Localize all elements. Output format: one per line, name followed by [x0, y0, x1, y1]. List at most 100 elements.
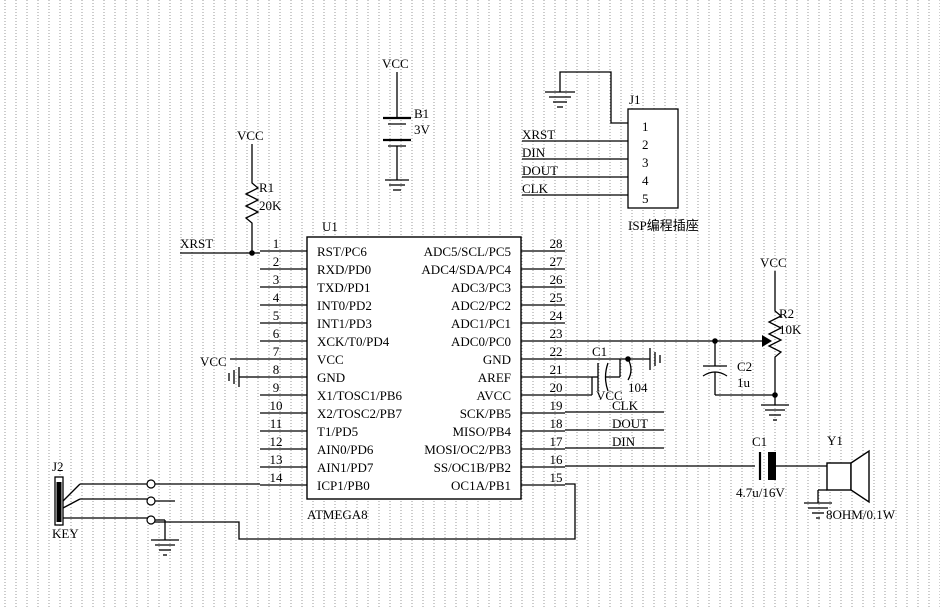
capacitor-c2: C2 1u	[702, 338, 775, 396]
isp-net-xrst: XRST	[522, 127, 555, 142]
ic-left-pin-number: 4	[273, 290, 280, 305]
isp-pin-2: 2	[642, 137, 649, 152]
ic-left-pin-name: RST/PC6	[317, 244, 367, 259]
isp-pin-3: 3	[642, 155, 649, 170]
ic-right-pin-number: 22	[550, 344, 563, 359]
ic-right-pin-name: AREF	[478, 370, 511, 385]
key-label: KEY	[52, 526, 79, 541]
reset-junction	[249, 250, 255, 256]
ic-left-pin-name: VCC	[317, 352, 344, 367]
isp-pin-1: 1	[642, 119, 649, 134]
xrst-net-label: XRST	[180, 236, 213, 251]
pin7-vcc-label: VCC	[200, 354, 227, 369]
speaker-output: C1 4.7u/16V Y1 8OHM/0.1W	[565, 433, 896, 522]
ic-left-pin-name: INT1/PD3	[317, 316, 372, 331]
r1-value: 20K	[259, 198, 282, 213]
ic-left-pin-number: 14	[270, 470, 284, 485]
ic-right-pin-name: ADC4/SDA/PC4	[421, 262, 511, 277]
ic-left-pin-name: AIN0/PD6	[317, 442, 374, 457]
ic-right-pin-name: AVCC	[477, 388, 511, 403]
ic-left-pin-name: TXD/PD1	[317, 280, 370, 295]
ic-right-pin-name: MOSI/OC2/PB3	[424, 442, 511, 457]
c2-value: 1u	[737, 375, 751, 390]
ic-left-pin-number: 9	[273, 380, 280, 395]
ic-left-pin-number: 12	[270, 434, 283, 449]
ic-left-pin-name: XCK/T0/PD4	[317, 334, 390, 349]
miso-net-label: DOUT	[612, 416, 648, 431]
r2-resistor	[767, 306, 783, 362]
r1-ref: R1	[259, 180, 274, 195]
c1-coupling-ref: C1	[752, 434, 767, 449]
r1-resistor	[244, 178, 260, 253]
ic-left-pin-number: 11	[270, 416, 283, 431]
isp-caption: ISP编程插座	[628, 218, 699, 233]
ic-right-pin-name: MISO/PB4	[452, 424, 511, 439]
battery-ref: B1	[414, 106, 429, 121]
r2-ref: R2	[779, 306, 794, 321]
ic-right-pin-number: 15	[550, 470, 563, 485]
ic-right-pin-name: ADC5/SCL/PC5	[424, 244, 511, 259]
ic-right-pin-number: 28	[550, 236, 563, 251]
c2-ref: C2	[737, 359, 752, 374]
r2-vcc-label: VCC	[760, 255, 787, 270]
ic-right-pin-name: GND	[483, 352, 511, 367]
speaker-value: 8OHM/0.1W	[826, 507, 896, 522]
ic-right-pin-number: 20	[550, 380, 563, 395]
ic-ref: U1	[322, 219, 338, 234]
ic-right-pin-number: 25	[550, 290, 563, 305]
ic-right-pin-number: 27	[550, 254, 564, 269]
ic-right-pin-number: 19	[550, 398, 563, 413]
mosi-net-label: DIN	[612, 434, 636, 449]
ic-right-pin-name: SS/OC1B/PB2	[434, 460, 511, 475]
ic-left-pin-name: X1/TOSC1/PB6	[317, 388, 403, 403]
r2-value: 10K	[779, 322, 802, 337]
ic-left-pin-number: 10	[270, 398, 283, 413]
ic-body	[306, 236, 522, 500]
ic-left-pin-number: 3	[273, 272, 280, 287]
ic-right-pin-name: OC1A/PB1	[451, 478, 511, 493]
ic-u1: U1 ATMEGA8 1RST/PC62RXD/PD03TXD/PD14INT0…	[260, 219, 565, 522]
isp-header-j1: J1 1 2 3 4 5 XRST DIN DOUT CLK ISP编程插座	[522, 71, 699, 233]
ic-left-pin-number: 5	[273, 308, 280, 323]
ic-right-pin-name: ADC3/PC3	[451, 280, 511, 295]
r1-vcc-label: VCC	[237, 128, 264, 143]
ic-right-pin-number: 26	[550, 272, 564, 287]
speaker-magnet	[826, 462, 852, 491]
ic-right-pin-number: 21	[550, 362, 563, 377]
ic-right-pin-number: 18	[550, 416, 563, 431]
ic-right-pin-name: ADC1/PC1	[451, 316, 511, 331]
ic-left-pin-number: 1	[273, 236, 280, 251]
speaker-ref: Y1	[827, 433, 843, 448]
ic-left-pin-name: T1/PD5	[317, 424, 358, 439]
isp-pin-5: 5	[642, 191, 649, 206]
ic-left-pin-number: 13	[270, 452, 283, 467]
ic-left-pin-number: 8	[273, 362, 280, 377]
ic-left-pin-name: INT0/PD2	[317, 298, 372, 313]
ic-left-pin-name: AIN1/PD7	[317, 460, 374, 475]
c1-decoupling-value: 104	[628, 380, 648, 395]
key-ref: J2	[52, 459, 64, 474]
battery-vcc-label: VCC	[382, 56, 409, 71]
isp-ref: J1	[629, 92, 641, 107]
ic-left-pin-name: X2/TOSC2/PB7	[317, 406, 403, 421]
ic-part-name: ATMEGA8	[307, 507, 368, 522]
ic-right-pin-number: 16	[550, 452, 564, 467]
ic-right-pin-name: ADC0/PC0	[451, 334, 511, 349]
key-j2: J2 KEY	[52, 459, 260, 556]
isp-net-din: DIN	[522, 145, 546, 160]
c1-decoupling-ref: C1	[592, 344, 607, 359]
ic-right-pin-name: SCK/PB5	[460, 406, 511, 421]
ic-left-pin-name: GND	[317, 370, 345, 385]
ic-right-pin-name: ADC2/PC2	[451, 298, 511, 313]
avcc-vcc-label: VCC	[596, 388, 623, 403]
speaker-cone	[850, 449, 870, 504]
isp-net-dout: DOUT	[522, 163, 558, 178]
r1-reset-network: VCC R1 20K XRST	[180, 128, 282, 256]
ic-left-pins: 1RST/PC62RXD/PD03TXD/PD14INT0/PD25INT1/P…	[260, 236, 403, 493]
battery-b1: VCC B1 3V	[382, 56, 431, 191]
isp-pin-4: 4	[642, 173, 649, 188]
ic-left-pin-number: 6	[273, 326, 280, 341]
isp-connector-body	[627, 108, 679, 209]
